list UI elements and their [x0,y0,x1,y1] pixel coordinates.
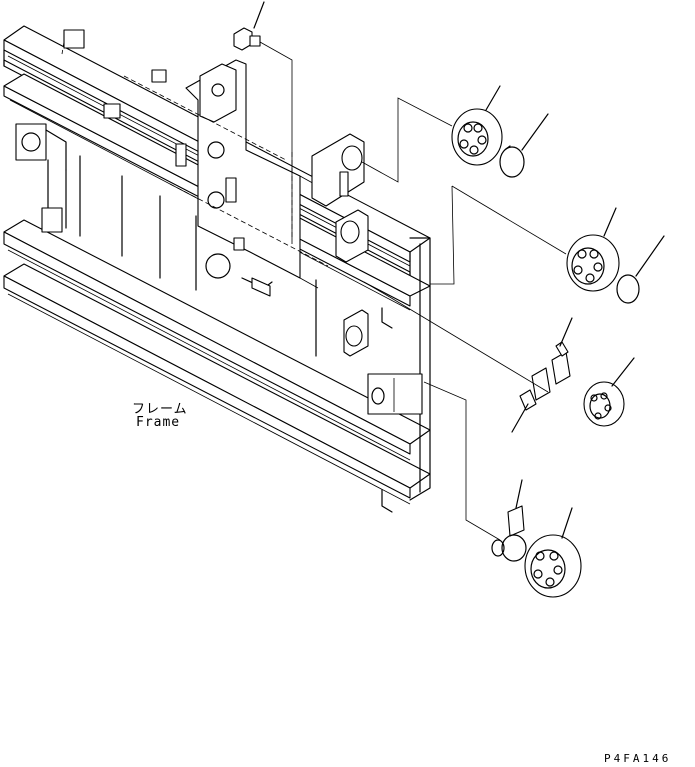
right-lugs [311,133,369,357]
exploded-parts [233,1,665,598]
lock-plates [363,281,573,433]
right-end-plate [367,237,431,501]
vertical-posts [41,155,317,357]
shim [423,381,525,541]
frame-label-en: Frame [136,415,181,430]
snap-ring-3 [491,534,527,562]
bearing-1 [361,85,503,183]
bottom-channel-beam [3,263,431,513]
drawing-code: P4FA146 [604,752,672,765]
upper-center-detail [63,29,237,123]
left-bracket [15,123,67,171]
snap-ring-2 [616,235,665,304]
bearing-4 [524,507,582,598]
frame-assembly [3,25,431,513]
bearing-3 [583,357,635,427]
snap-ring-1 [499,113,549,178]
bolt [233,1,293,244]
bearing-2 [430,185,620,292]
frame-label-jp: フレーム [132,402,188,417]
